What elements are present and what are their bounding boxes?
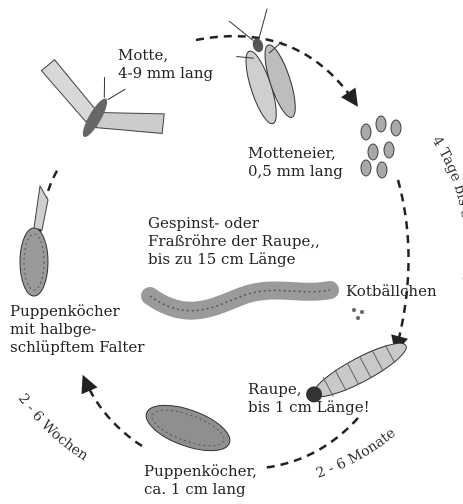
emerging-moth-pupa-illustration — [20, 186, 48, 296]
feeding-tube-illustration — [150, 290, 330, 311]
moth-label: Motte, 4-9 mm lang — [118, 46, 213, 82]
pupa-label: Puppenköcher, ca. 1 cm lang — [144, 462, 257, 498]
cycle-arrow-pupa-to-emerging — [84, 378, 142, 446]
eggs-label: Motteneier, 0,5 mm lang — [248, 144, 343, 180]
droppings-illustration — [352, 308, 364, 320]
droppings-label: Kotbällchen — [346, 282, 437, 300]
cycle-arrow-eggs-to-caterpillar — [396, 180, 409, 350]
duration-pupa-label: 2 - 6 Wochen — [15, 391, 91, 464]
caterpillar-label: Raupe, bis 1 cm Länge! — [248, 380, 370, 416]
pupa-case-illustration — [140, 396, 235, 460]
duration-larva-label: 2 - 6 Monate — [314, 425, 399, 482]
feeding-tube-label: Gespinst- oder Fraßröhre der Raupe,, bis… — [148, 214, 320, 268]
moth-adult-illustration — [225, 7, 305, 127]
moth-eggs-illustration — [361, 116, 401, 178]
duration-eggs-label: 4 Tage bis 3 Wochen — [429, 134, 463, 282]
emerging-moth-label: Puppenköcher mit halbge- schlüpftem Falt… — [10, 302, 144, 356]
